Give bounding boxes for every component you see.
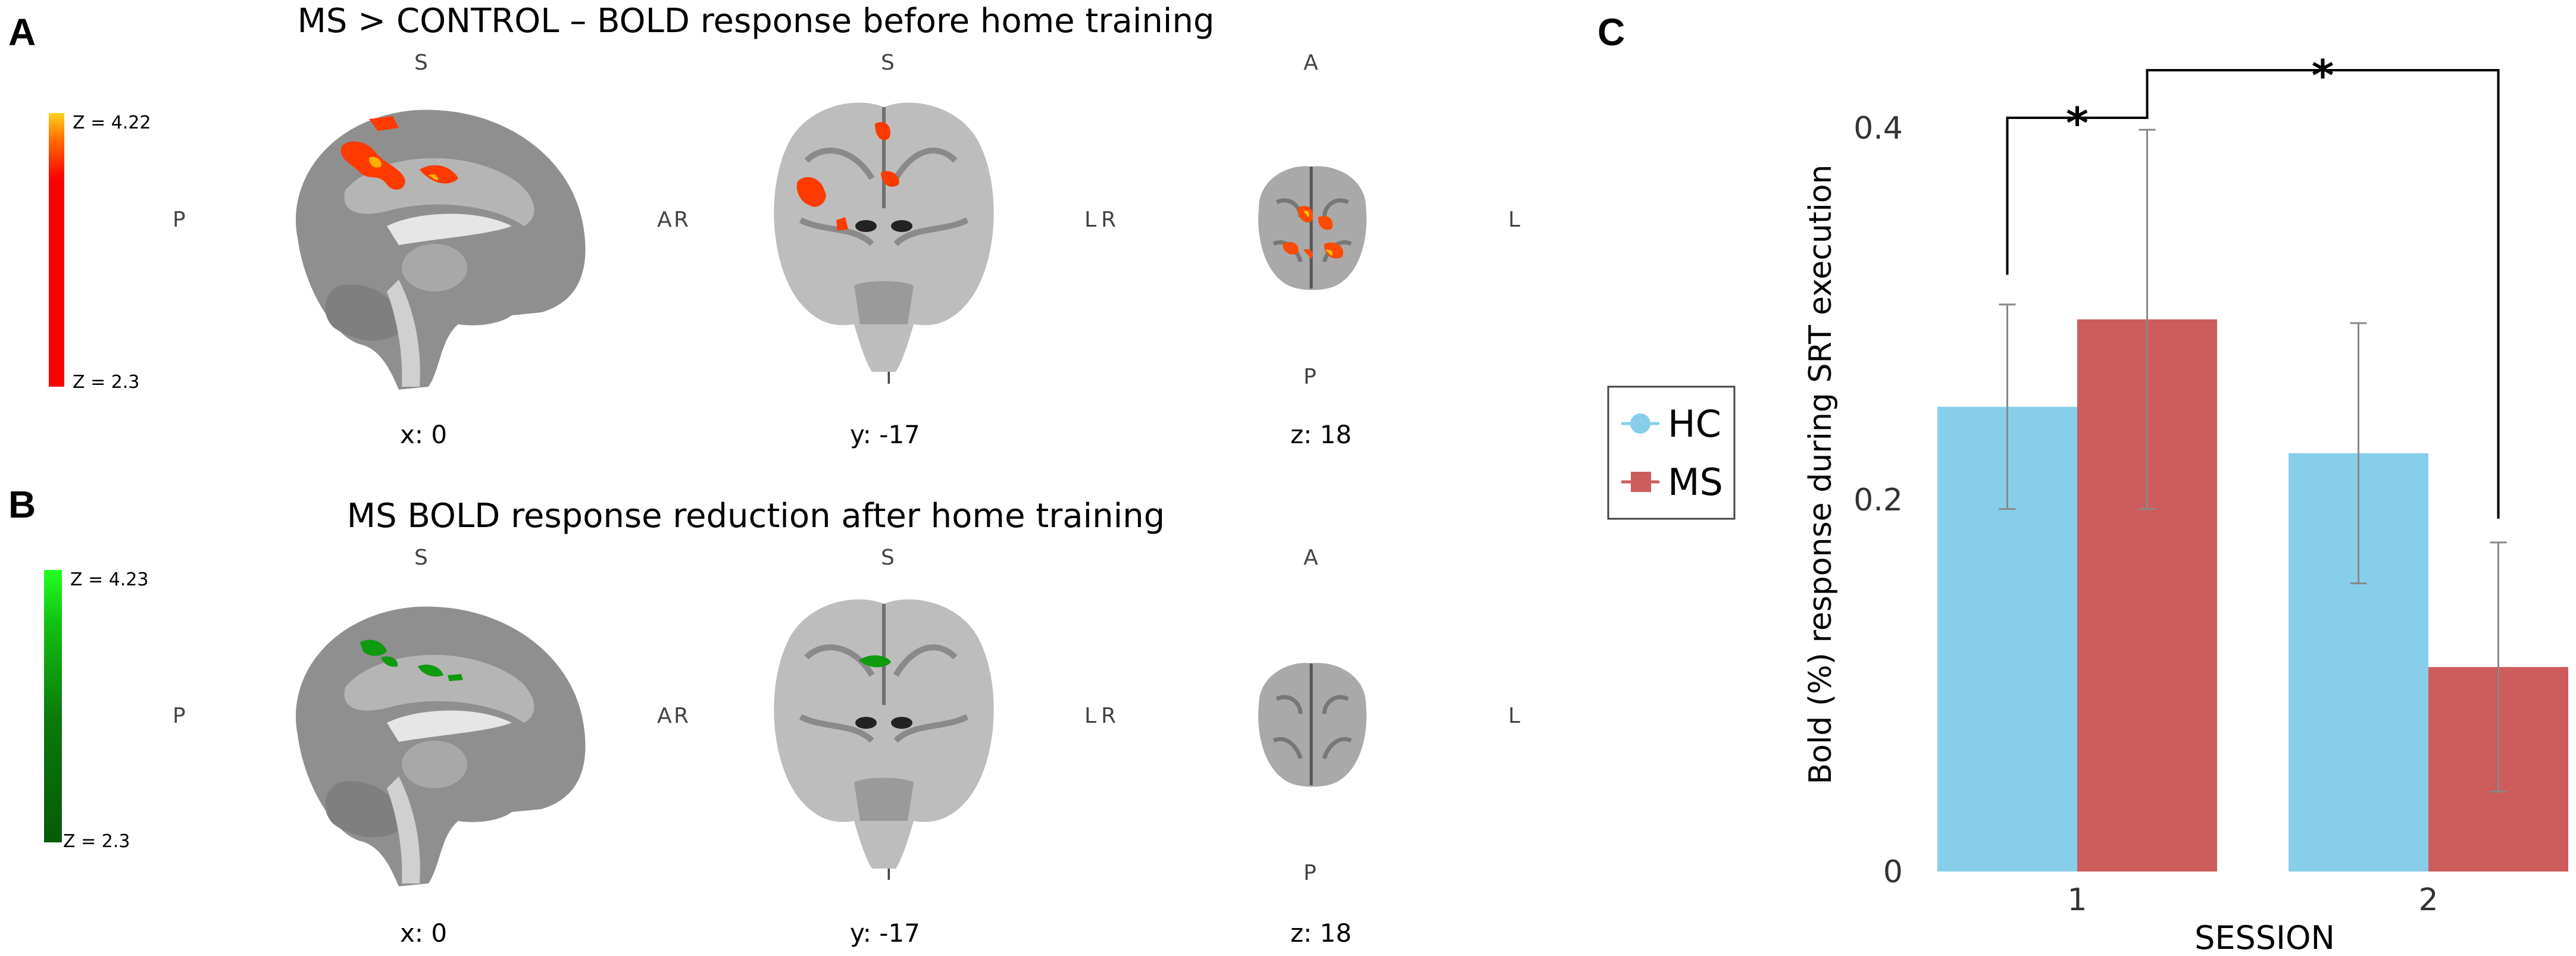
b-sag-left: P bbox=[173, 704, 186, 728]
b-sagittal-brain-image bbox=[295, 606, 586, 886]
legend-marker-square bbox=[1631, 472, 1651, 492]
panel-letter-b: B bbox=[8, 483, 36, 526]
legend-box bbox=[1607, 385, 1736, 520]
a-sagittal-brain-image bbox=[295, 109, 586, 390]
a-cor-right: L bbox=[1084, 208, 1097, 232]
legend-label-ms: MS bbox=[1668, 460, 1723, 504]
a-coord-z: z: 18 bbox=[1290, 420, 1352, 449]
panel-letter-a: A bbox=[8, 11, 36, 54]
a-cor-top: S bbox=[881, 51, 895, 75]
b-cor-top: S bbox=[881, 546, 895, 570]
b-ax-left: R bbox=[1101, 704, 1117, 728]
colorbar-b bbox=[44, 570, 62, 842]
b-coord-z: z: 18 bbox=[1290, 919, 1352, 948]
a-coord-y: y: -17 bbox=[850, 420, 920, 449]
colorbar-a-max-label: Z = 4.22 bbox=[73, 112, 151, 133]
b-cor-left: R bbox=[674, 704, 689, 728]
b-coord-x: x: 0 bbox=[400, 919, 448, 948]
b-cor-right: L bbox=[1084, 704, 1097, 728]
y-axis-label: Bold (%) response during SRT execution bbox=[1803, 164, 1839, 784]
panel-b-title: MS BOLD response reduction after home tr… bbox=[346, 497, 1165, 535]
a-axial-brain-image bbox=[1258, 166, 1367, 290]
colorbar-b-min-label: Z = 2.3 bbox=[63, 831, 130, 852]
b-sag-right: A bbox=[657, 704, 672, 728]
a-sag-left: P bbox=[173, 208, 186, 232]
b-axial-brain-image bbox=[1258, 663, 1367, 787]
a-ax-bottom: P bbox=[1303, 365, 1317, 389]
colorbar-b-max-label: Z = 4.23 bbox=[70, 569, 149, 590]
y-tick-label: 0.4 bbox=[1853, 111, 1903, 146]
b-ax-top: A bbox=[1303, 546, 1318, 570]
significance-star: * bbox=[2312, 51, 2334, 101]
a-cor-bottom: I bbox=[886, 365, 892, 389]
y-tick-label: 0 bbox=[1883, 854, 1903, 890]
significance-bracket bbox=[2146, 69, 2500, 519]
a-ax-top: A bbox=[1303, 51, 1318, 75]
a-coronal-brain-image bbox=[774, 102, 994, 372]
x-axis-label: SESSION bbox=[2194, 919, 2335, 956]
legend-label-hc: HC bbox=[1668, 402, 1721, 446]
colorbar-a-min-label: Z = 2.3 bbox=[73, 372, 140, 393]
a-sag-top: S bbox=[414, 51, 428, 75]
a-coord-x: x: 0 bbox=[400, 420, 448, 449]
b-coronal-brain-image bbox=[774, 599, 994, 869]
a-sag-right: A bbox=[657, 208, 672, 232]
a-ax-left: R bbox=[1101, 208, 1117, 232]
b-sag-top: S bbox=[414, 546, 428, 570]
colorbar-a bbox=[49, 113, 64, 387]
panel-a-title: MS > CONTROL – BOLD response before home… bbox=[297, 2, 1215, 40]
significance-star: * bbox=[2066, 98, 2089, 148]
b-cor-bottom: I bbox=[886, 861, 892, 885]
x-tick-label: 1 bbox=[2067, 882, 2087, 918]
x-tick-label: 2 bbox=[2418, 882, 2438, 918]
b-ax-right: L bbox=[1508, 704, 1521, 728]
b-coord-y: y: -17 bbox=[850, 919, 920, 948]
a-cor-left: R bbox=[674, 208, 689, 232]
legend-marker-circle bbox=[1630, 413, 1650, 434]
y-tick-label: 0.2 bbox=[1853, 482, 1903, 518]
panel-letter-c: C bbox=[1598, 11, 1625, 54]
a-ax-right: L bbox=[1508, 208, 1521, 232]
b-ax-bottom: P bbox=[1303, 861, 1317, 885]
